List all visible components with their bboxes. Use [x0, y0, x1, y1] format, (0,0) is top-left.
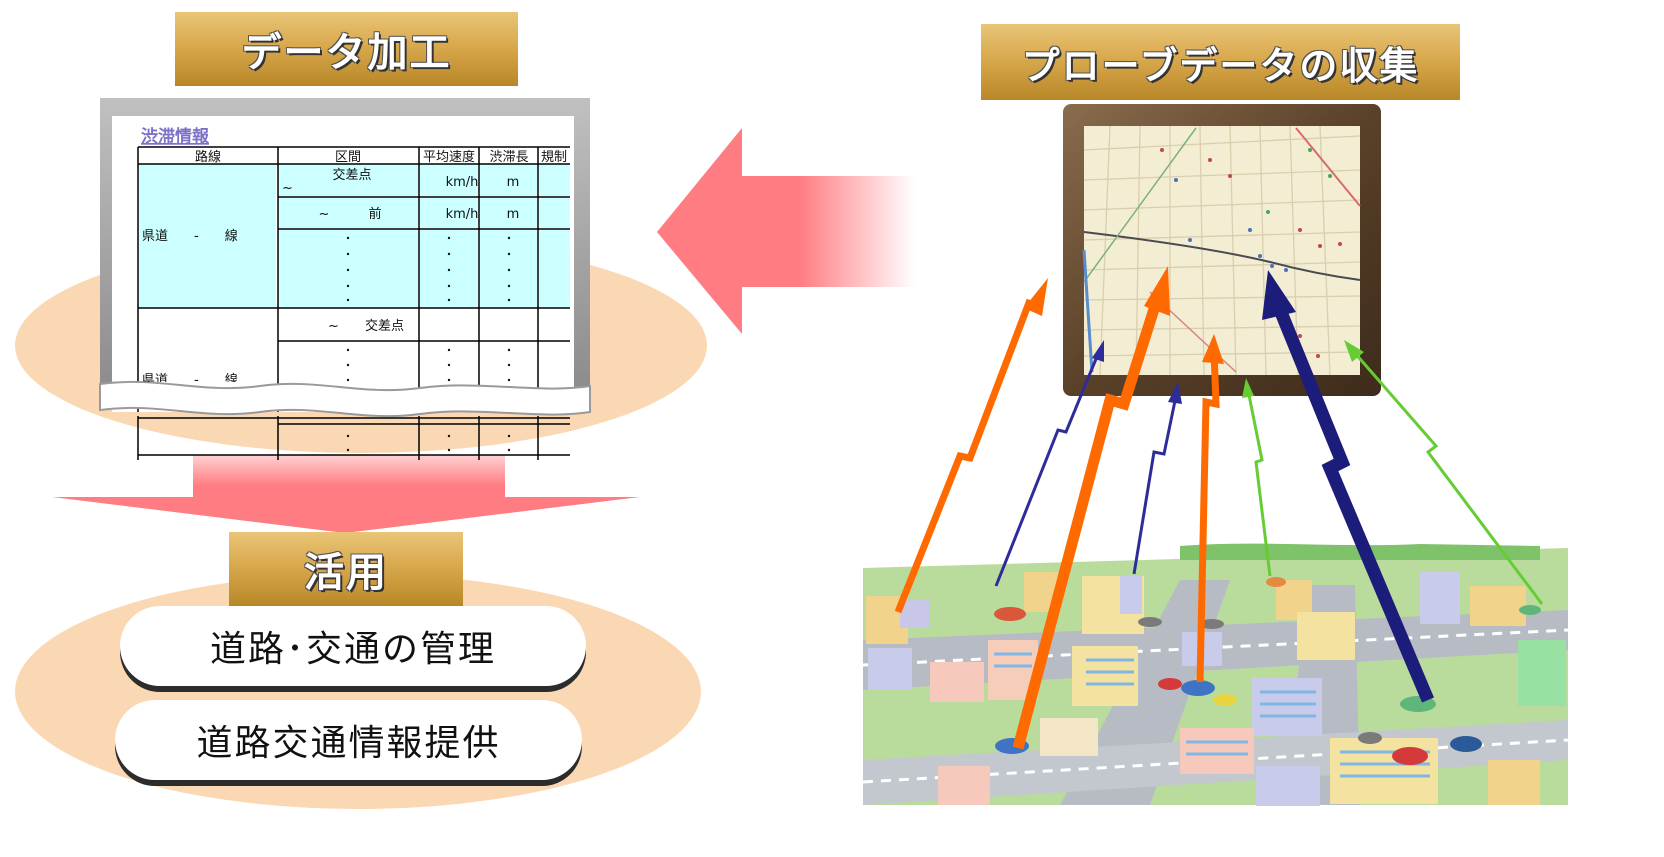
- processing-to-utilization-arrow: [52, 455, 640, 533]
- cell-r1-tilde: ~: [282, 181, 293, 196]
- use-traffic-info-provision: 道路交通情報提供: [115, 700, 582, 780]
- cell-r2-length: m: [507, 207, 520, 222]
- signal-arrow-orange-3: [1196, 349, 1220, 683]
- congestion-table-title: 渋滞情報: [141, 126, 210, 147]
- cell-r2-speed: km/h: [446, 207, 479, 222]
- signal-arrow-orange-2: [1012, 288, 1166, 750]
- cell-r1-speed: km/h: [446, 175, 479, 190]
- signal-arrow-orange-1: [894, 298, 1034, 614]
- cell-r2-section: ~ 前: [319, 206, 382, 222]
- utilization-label: 活用: [229, 532, 463, 606]
- cell-r1-length: m: [507, 175, 520, 190]
- header-jam-length: 渋滞長: [489, 150, 528, 165]
- signal-arrow-navy-3: [1269, 297, 1434, 703]
- use-road-traffic-management: 道路･交通の管理: [120, 606, 586, 686]
- cell-r5-section: ~ 交差点: [328, 318, 404, 334]
- signal-arrow-navy-2: [1132, 395, 1178, 575]
- data-processing-label: データ加工: [175, 12, 518, 86]
- signal-arrow-navy-1: [994, 353, 1100, 587]
- collection-to-processing-arrow: [657, 128, 915, 334]
- header-regulation: 規制: [541, 150, 567, 165]
- probe-collection-label: プローブデータの収集: [981, 24, 1460, 100]
- header-section: 区間: [335, 150, 361, 165]
- header-route: 路線: [195, 149, 221, 165]
- cell-r1-section: 交差点: [332, 167, 371, 183]
- signal-arrow-green-1: [1246, 389, 1272, 577]
- header-avg-speed: 平均速度: [423, 149, 475, 165]
- signal-arrow-green-2: [1352, 351, 1544, 605]
- route-label-1: 県道 - 線: [142, 228, 238, 244]
